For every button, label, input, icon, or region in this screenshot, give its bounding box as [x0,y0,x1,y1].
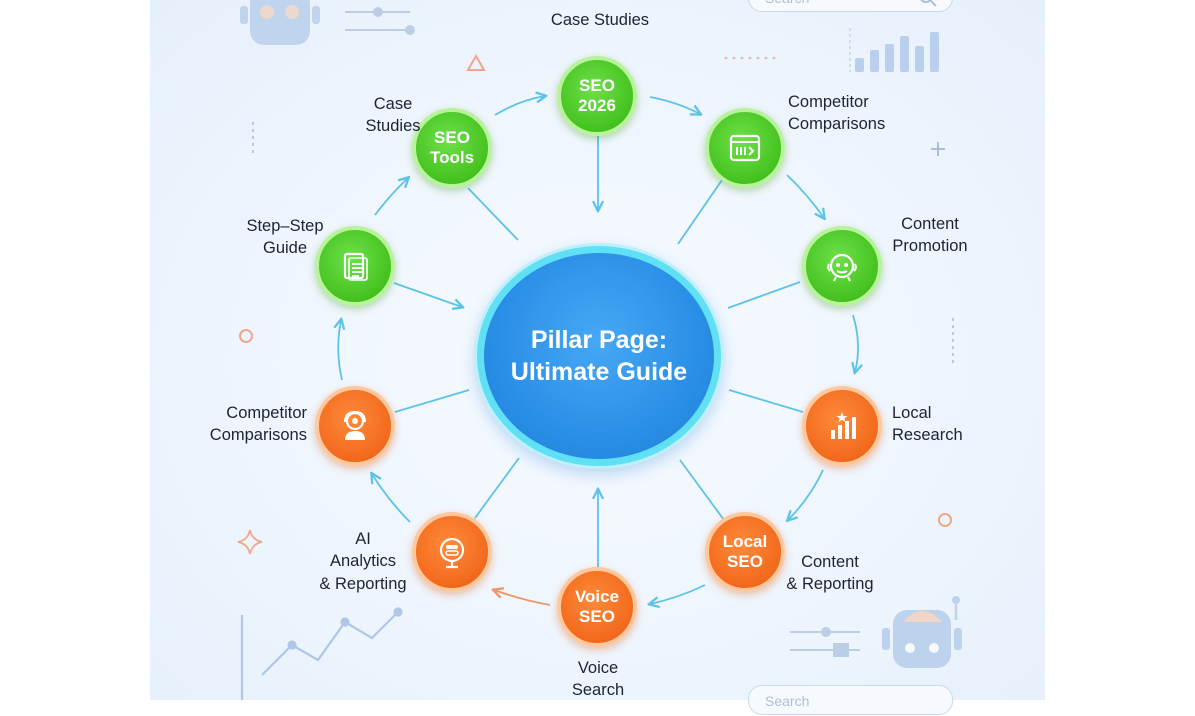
document-icon [343,252,368,281]
decor-plus [931,142,945,156]
browser-window-icon [729,134,761,162]
node-ai-analytics[interactable] [412,512,492,592]
label-content-reporting: Content & Reporting [786,553,874,594]
hub-title: Pillar Page: Ultimate Guide [510,325,688,387]
label-content-promotion: Content Promotion [892,215,968,256]
bar-chart-icon [831,412,856,439]
search-placeholder: Search [765,0,809,6]
decor-dashes-left [252,122,954,365]
brain-head-icon [439,537,465,569]
decor-robot-bottom-right [882,596,962,668]
node-competitor-comparisons-green[interactable] [705,108,785,188]
node-seo-2026-label: SEO 2026 [578,76,616,115]
node-seo-tools-label: SEO Tools [429,128,475,167]
node-local-seo[interactable]: Local SEO [705,512,785,592]
search-box-bottom: Search [748,685,953,715]
node-content-promotion[interactable] [802,226,882,306]
label-step-guide: Step–Step Guide [246,217,324,258]
decor-dots [724,56,776,60]
label-ai-analytics: AI Analytics & Reporting [319,530,407,593]
spokes [393,136,804,567]
node-voice-seo-label: Voice SEO [574,587,620,626]
ring-arrows [338,96,858,604]
decor-sparkle [237,529,263,555]
label-case-studies-top: Case Studies [550,11,650,29]
search-box-top: Search [748,0,953,12]
node-local-seo-label: Local SEO [722,532,768,571]
label-competitor-comparisons-orange: Competitor Comparisons [209,404,307,445]
label-case-studies-left: Case Studies [365,95,421,136]
decor-triangle [466,53,486,71]
decor-bars-top-right [849,28,939,72]
search-placeholder: Search [765,693,810,709]
node-competitor-comparisons-orange[interactable] [315,386,395,466]
connector-layer [237,0,962,700]
decor-line-chart [240,607,403,700]
pillar-page-hub[interactable]: Pillar Page: Ultimate Guide [477,246,721,466]
node-seo-tools[interactable]: SEO Tools [412,108,492,188]
decor-ring-left [239,329,253,343]
search-icon [920,0,937,7]
node-local-research[interactable] [802,386,882,466]
decor-robot-top-left [240,0,320,45]
decor-sliders-top [345,7,415,35]
ring-arrow-orange [494,590,551,606]
label-voice-search: Voice Search [571,659,625,700]
decor-ring-right [938,513,952,527]
label-competitor-comparisons-green: Competitor Comparisons [788,93,886,134]
decor-sliders-bottom [790,627,860,657]
user-headset-icon [344,410,366,440]
node-seo-2026[interactable]: SEO 2026 [557,56,637,136]
node-voice-seo[interactable]: Voice SEO [557,567,637,647]
label-local-research: Local Research [892,404,963,445]
node-step-guide[interactable] [315,226,395,306]
robot-face-icon [827,253,857,282]
